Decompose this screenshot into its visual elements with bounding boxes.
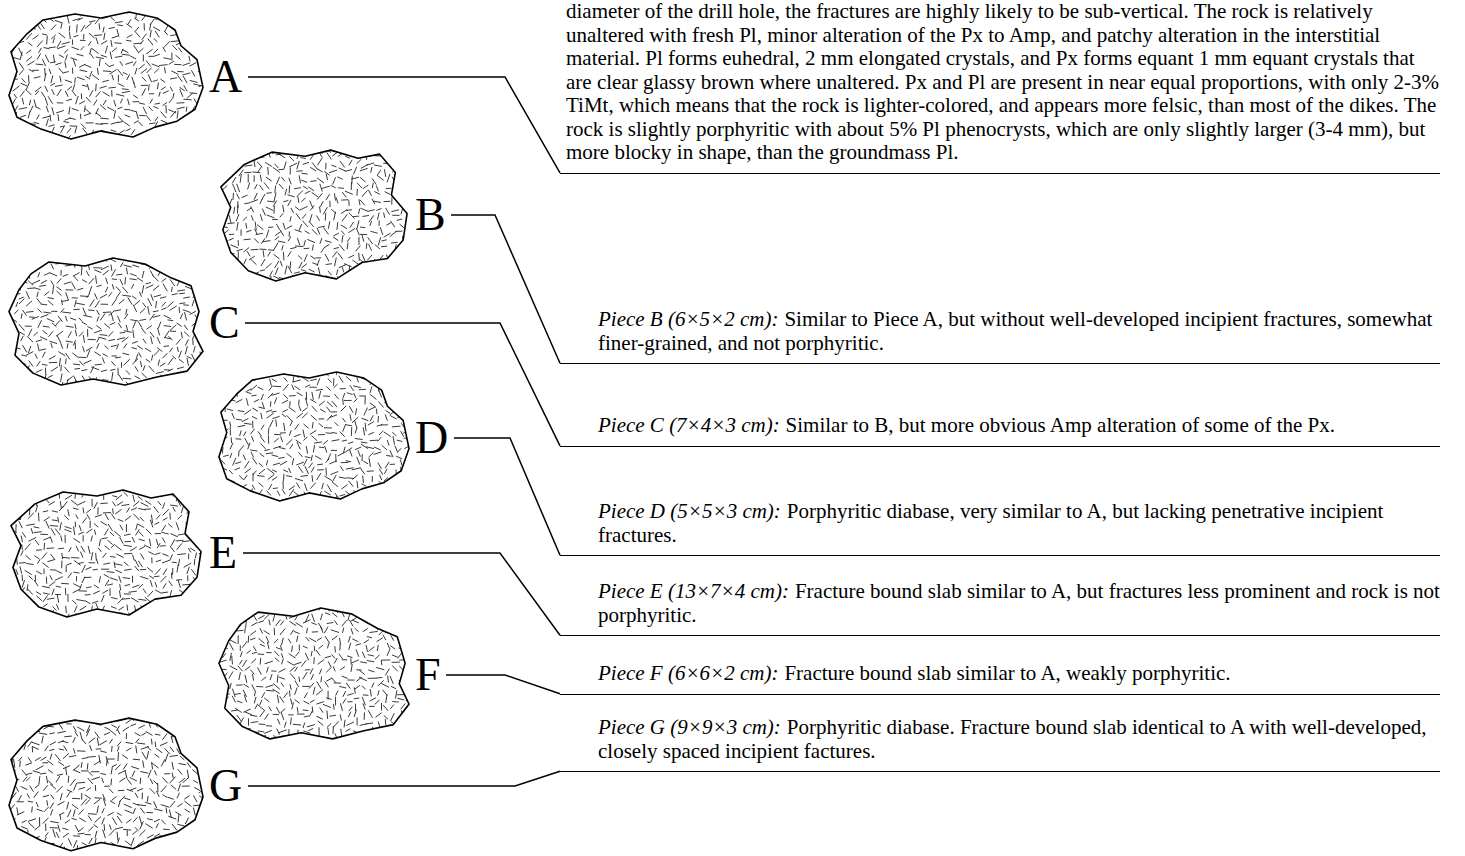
rock-piece [5,10,205,144]
piece-heading: Piece C (7×4×3 cm): [598,413,780,437]
rock-piece [215,146,411,284]
description-paragraph: diameter of the drill hole, the fracture… [566,0,1440,165]
description-paragraph: Piece C (7×4×3 cm):Similar to B, but mor… [598,414,1440,438]
core-piece: E [5,486,240,620]
piece-description: Piece F (6×6×2 cm):Fracture bound slab s… [560,662,1440,695]
piece-description: Piece E (13×7×4 cm):Fracture bound slab … [560,580,1440,636]
description-text: diameter of the drill hole, the fracture… [566,0,1439,164]
description-paragraph: Piece E (13×7×4 cm):Fracture bound slab … [598,580,1440,627]
description-text: Fracture bound slab similar to A, weakly… [784,661,1230,685]
core-piece: B [215,146,448,284]
core-piece: D [215,370,451,506]
rock-piece [5,486,205,620]
piece-letter: G [209,763,242,809]
piece-description: Piece D (5×5×3 cm):Porphyritic diabase, … [560,500,1440,556]
piece-letter: D [415,415,448,461]
piece-description: Piece G (9×9×3 cm):Porphyritic diabase. … [560,716,1440,772]
rock-piece [5,716,205,856]
rock-piece [215,606,411,744]
piece-letter: E [209,530,237,576]
description-paragraph: Piece D (5×5×3 cm):Porphyritic diabase, … [598,500,1440,547]
piece-heading: Piece B (6×5×2 cm): [598,307,779,331]
piece-heading: Piece F (6×6×2 cm): [598,661,779,685]
piece-letter: A [209,54,242,100]
piece-heading: Piece G (9×9×3 cm): [598,715,781,739]
description-text: Similar to B, but more obvious Amp alter… [786,413,1335,437]
rock-piece [215,370,411,506]
leader-line [454,438,560,555]
piece-description: diameter of the drill hole, the fracture… [560,0,1440,174]
rock-piece [5,256,205,390]
description-paragraph: Piece F (6×6×2 cm):Fracture bound slab s… [598,662,1440,686]
description-paragraph: Piece B (6×5×2 cm):Similar to Piece A, b… [598,308,1440,355]
piece-letter: B [415,192,446,238]
piece-letter: F [415,652,441,698]
description-paragraph: Piece G (9×9×3 cm):Porphyritic diabase. … [598,716,1440,763]
leader-line [248,771,560,786]
leader-line [446,675,560,694]
leader-line [451,215,560,363]
core-piece: C [5,256,242,390]
core-piece: A [5,10,245,144]
core-piece: G [5,716,245,856]
piece-description: Piece B (6×5×2 cm):Similar to Piece A, b… [560,308,1440,364]
piece-description: Piece C (7×4×3 cm):Similar to B, but mor… [560,414,1440,447]
piece-heading: Piece D (5×5×3 cm): [598,499,781,523]
core-piece: F [215,606,443,744]
piece-heading: Piece E (13×7×4 cm): [598,579,789,603]
piece-letter: C [209,300,240,346]
